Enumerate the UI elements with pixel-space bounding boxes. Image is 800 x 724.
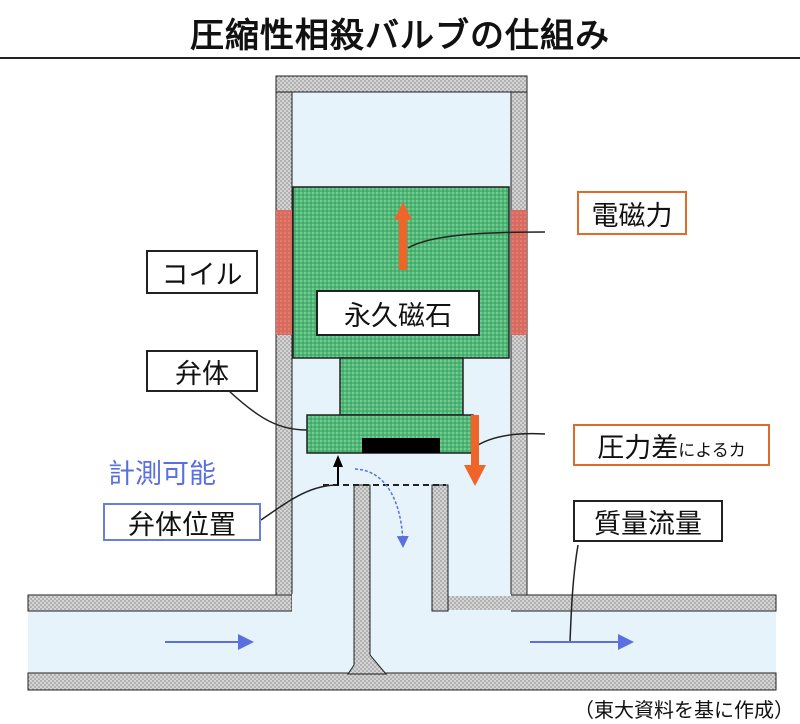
- title-underline: [0, 57, 800, 59]
- label-measurable: 計測可能: [108, 459, 216, 490]
- housing-top-wall: [275, 75, 528, 93]
- electromagnetic-force-arrow: [394, 202, 412, 270]
- label-valve-position: 弁体位置: [103, 503, 261, 541]
- source-note: （東大資料を基に作成）: [574, 698, 794, 722]
- pressure-force-arrow: [464, 415, 486, 486]
- pressure-difference-suffix: によるカ: [678, 440, 746, 461]
- diagram-title: 圧縮性相殺バルブの仕組み: [190, 16, 610, 56]
- housing-left-wall: [275, 91, 293, 612]
- label-coil: コイル: [146, 250, 258, 294]
- label-valve-body: 弁体: [146, 350, 258, 392]
- nozzle-left-wall: [347, 484, 388, 675]
- pipe-bottom-wall: [27, 672, 777, 691]
- nozzle-right-wall: [431, 484, 449, 612]
- label-electromagnetic-force: 電磁力: [577, 191, 687, 235]
- valve-seal: [362, 438, 440, 453]
- pressure-difference-text: 圧力差: [597, 432, 679, 464]
- label-pressure-difference: 圧力差によるカ: [573, 424, 770, 466]
- flow-curve-arrow: [354, 468, 409, 548]
- coil-left: [276, 210, 292, 335]
- label-mass-flow: 質量流量: [573, 500, 723, 542]
- coil-right: [511, 210, 527, 335]
- housing-right-wall: [510, 91, 528, 612]
- valve-stem: [339, 357, 464, 416]
- pipe-interior: [28, 611, 776, 673]
- position-arrow: [333, 455, 343, 485]
- label-permanent-magnet: 永久磁石: [316, 290, 480, 336]
